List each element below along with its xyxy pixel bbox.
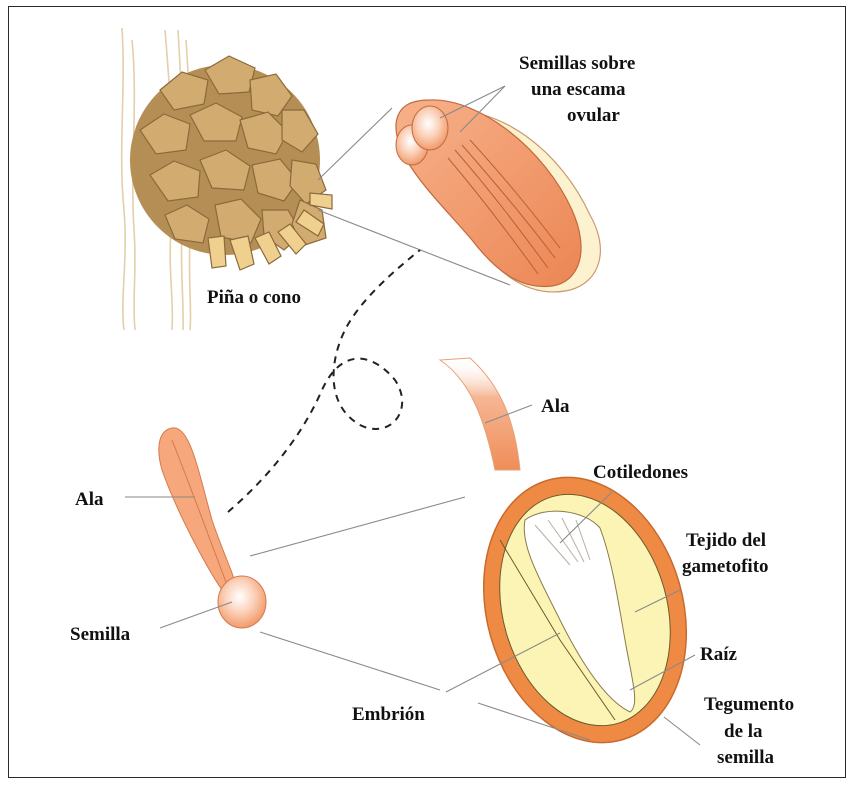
label-tissue-2: gametofito: [682, 556, 769, 577]
label-cone: Piña o cono: [207, 287, 301, 308]
small-to-large-leader-top: [250, 497, 465, 556]
label-scale-1: Semillas sobre: [519, 53, 635, 74]
small-to-large-leader-bottom: [260, 632, 440, 690]
label-cotyledons: Cotiledones: [593, 462, 688, 483]
large-seed: [440, 358, 716, 767]
label-wing-small: Ala: [75, 489, 104, 510]
ovular-scale: [396, 100, 600, 292]
pine-cone: [130, 56, 332, 270]
label-root: Raíz: [700, 644, 738, 665]
cone-to-scale-line-top: [318, 108, 392, 180]
tegumento-leader: [664, 717, 700, 745]
small-winged-seed: [159, 428, 266, 628]
label-tissue-1: Tejido del: [686, 530, 766, 551]
label-coat-1: Tegumento: [704, 694, 794, 715]
label-embryo: Embrión: [352, 704, 425, 725]
label-coat-2: de la: [724, 721, 763, 742]
label-wing-large: Ala: [541, 396, 570, 417]
label-coat-3: semilla: [717, 747, 774, 768]
label-scale-3: ovular: [567, 105, 620, 126]
label-scale-2: una escama: [531, 79, 626, 100]
label-seed-small: Semilla: [70, 624, 131, 645]
